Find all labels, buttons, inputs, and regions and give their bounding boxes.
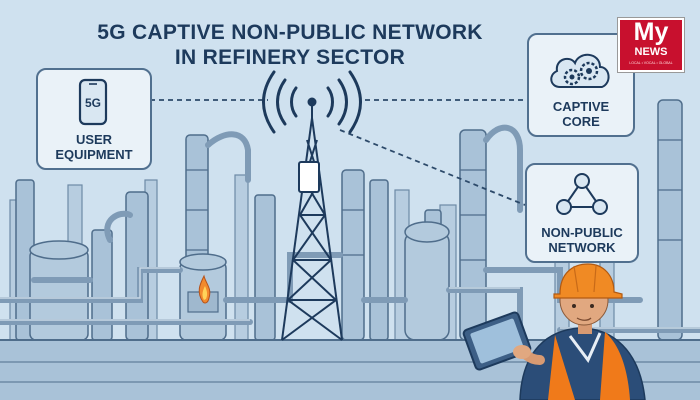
- cloud-gears-icon: [550, 53, 610, 88]
- radio-tower-icon: [281, 98, 343, 341]
- captive-core-line-1: CAPTIVE: [552, 99, 610, 114]
- flame-icon: [187, 274, 219, 313]
- user-equipment-label: USER EQUIPMENT: [38, 132, 150, 162]
- non-public-network-label: NON-PUBLIC NETWORK: [527, 225, 637, 255]
- user-equipment-card: 5G USER EQUIPMENT: [36, 68, 152, 170]
- title-line-1: 5G CAPTIVE NON-PUBLIC NETWORK: [97, 21, 483, 44]
- worker-icon: [516, 263, 646, 400]
- non-public-network-card: NON-PUBLIC NETWORK: [525, 163, 639, 263]
- network-nodes-icon: [556, 173, 608, 215]
- captive-core-label: CAPTIVE CORE: [529, 99, 633, 129]
- non-public-network-line-1: NON-PUBLIC: [541, 225, 623, 240]
- device-5g-label: 5G: [85, 96, 101, 110]
- user-equipment-line-1: USER: [75, 132, 113, 147]
- title-line-2: IN REFINERY SECTOR: [174, 46, 406, 69]
- smartphone-icon: 5G: [78, 78, 108, 126]
- page-title: 5G CAPTIVE NON-PUBLIC NETWORK IN REFINER…: [60, 20, 520, 70]
- non-public-network-line-2: NETWORK: [548, 240, 616, 255]
- tablet-icon: [462, 311, 532, 371]
- captive-core-card: CAPTIVE CORE: [527, 33, 635, 137]
- logo-news-text: NEWS: [634, 46, 668, 58]
- signal-waves-icon: [262, 70, 362, 134]
- logo-tagline: LOCAL • VOCAL • GLOBAL: [629, 61, 673, 65]
- user-equipment-line-2: EQUIPMENT: [55, 147, 133, 162]
- logo-my-text: My: [633, 18, 669, 46]
- mynews-logo: My NEWS LOCAL • VOCAL • GLOBAL: [618, 18, 684, 72]
- captive-core-line-2: CORE: [562, 114, 600, 129]
